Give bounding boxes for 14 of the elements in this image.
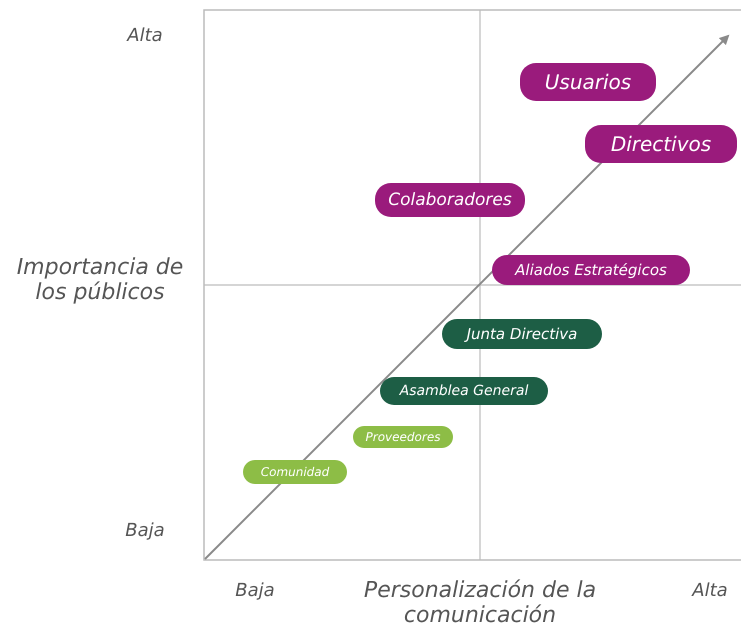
category-pill: Colaboradores bbox=[375, 183, 525, 217]
category-pill: Junta Directiva bbox=[442, 319, 602, 349]
category-pill: Asamblea General bbox=[380, 377, 548, 405]
category-pill: Aliados Estratégicos bbox=[492, 255, 690, 285]
axis-title: Importancia de los públicos bbox=[16, 255, 184, 305]
axis-title: Personalización de la comunicación bbox=[362, 578, 598, 628]
category-pill: Proveedores bbox=[353, 426, 453, 448]
category-pill: Usuarios bbox=[520, 63, 656, 101]
axis-end-label: Baja bbox=[124, 520, 166, 541]
axis-end-label: Alta bbox=[690, 580, 729, 601]
axis-end-label: Baja bbox=[234, 580, 276, 601]
category-pill: Directivos bbox=[585, 125, 737, 163]
axis-end-label: Alta bbox=[126, 25, 164, 46]
category-pill: Comunidad bbox=[243, 460, 347, 484]
